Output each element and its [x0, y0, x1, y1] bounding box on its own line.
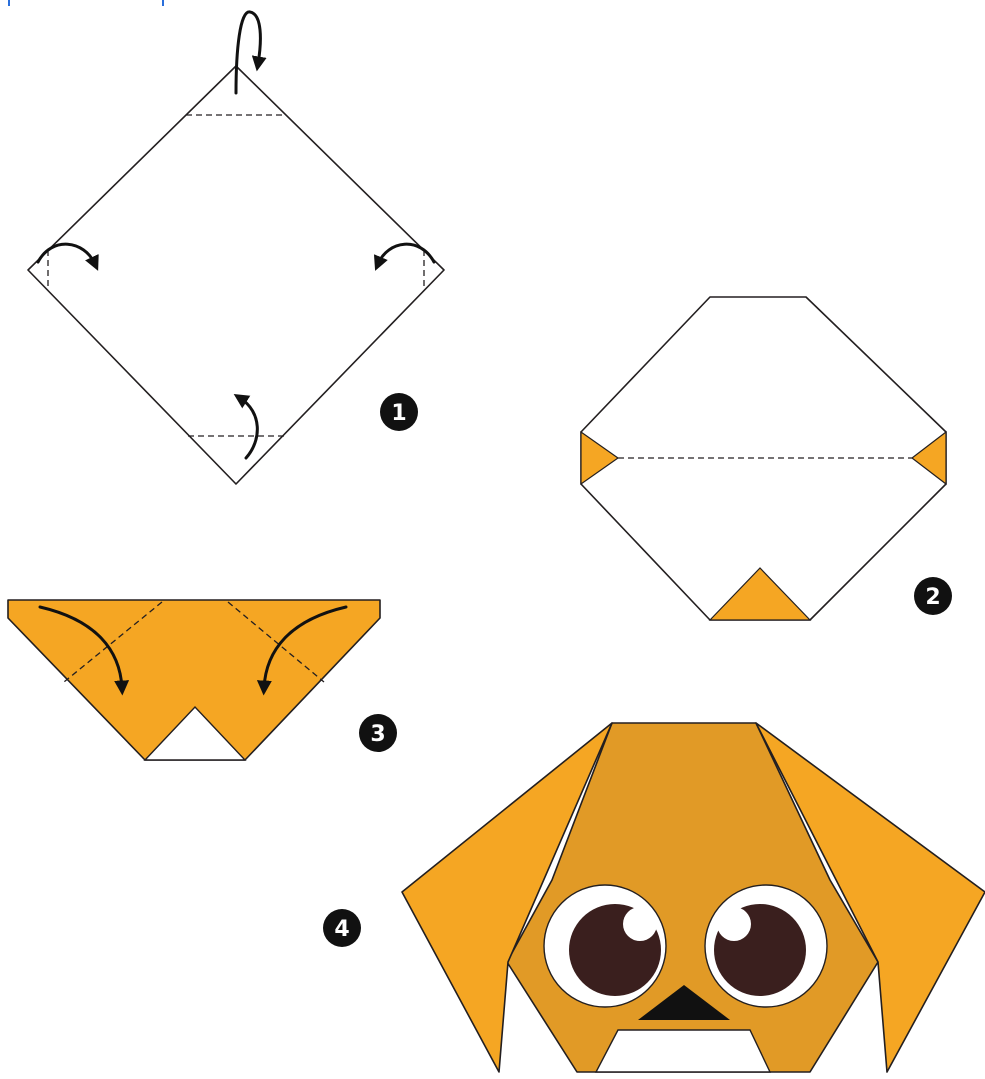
step-1-diagram: 1: [28, 12, 444, 484]
svg-text:2: 2: [925, 585, 940, 610]
step-badge-3: 3: [359, 714, 397, 752]
svg-text:3: 3: [370, 722, 385, 747]
step-badge-4: 4: [323, 909, 361, 947]
step-badge-1: 1: [380, 393, 418, 431]
step-2-diagram: 2: [581, 297, 952, 620]
step-3-diagram: 3: [8, 600, 397, 760]
right-eye: [705, 885, 827, 1007]
square-paper: [28, 66, 444, 484]
svg-text:1: 1: [391, 401, 406, 426]
step-badge-2: 2: [914, 577, 952, 615]
mouth-white: [596, 1030, 770, 1072]
left-eye: [544, 885, 666, 1007]
step-4-dog-face: 4: [323, 723, 985, 1072]
svg-text:4: 4: [334, 917, 349, 942]
